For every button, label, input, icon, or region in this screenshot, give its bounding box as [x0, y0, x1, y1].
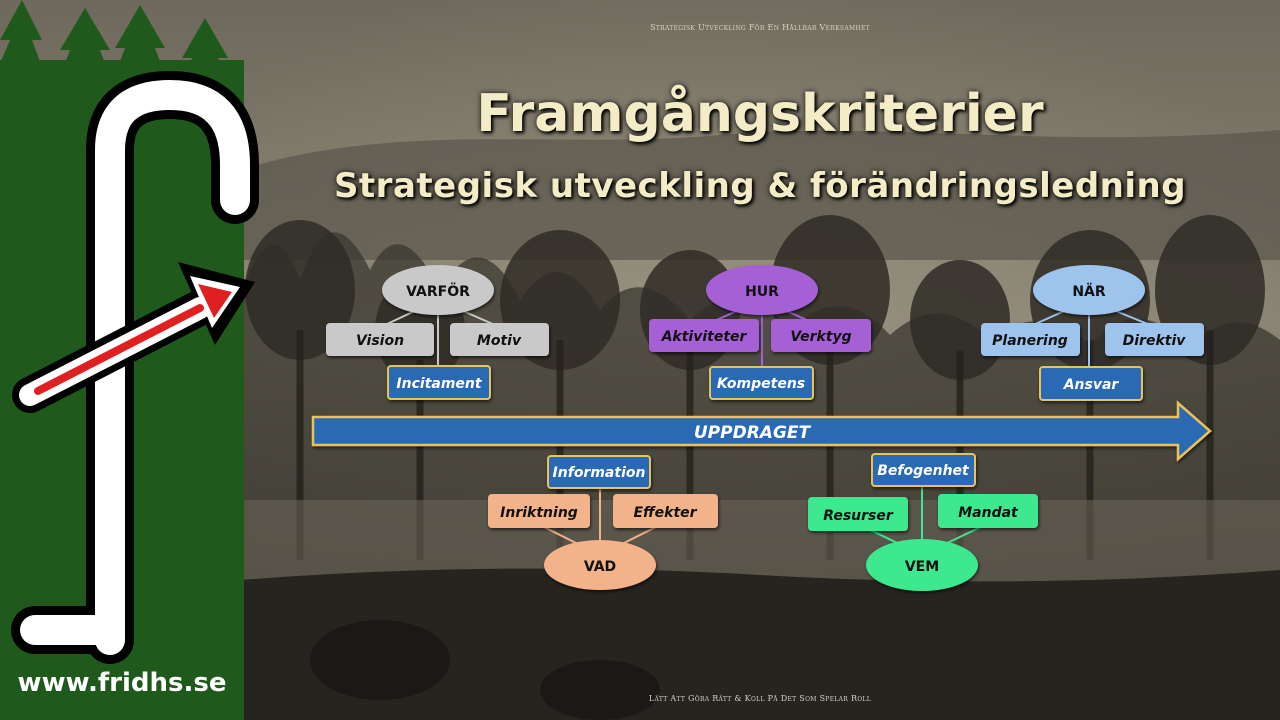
- kompetens-label: Kompetens: [717, 376, 805, 392]
- information-label: Information: [553, 465, 646, 481]
- vad-label: VAD: [584, 559, 616, 575]
- varfor-bubble: [382, 265, 494, 315]
- vem-label: VEM: [905, 559, 939, 575]
- inriktning-box: [488, 494, 590, 528]
- motiv-box: [450, 323, 549, 356]
- kompetens-box: [709, 366, 814, 400]
- aktiviteter-box: [649, 319, 759, 352]
- direktiv-label: Direktiv: [1123, 333, 1187, 349]
- tagline-top: Strategisk Utveckling För En Hållbar Ver…: [650, 23, 870, 32]
- aktiviteter-label: Aktiviteter: [661, 329, 748, 345]
- incitament-label: Incitament: [396, 376, 482, 392]
- vem-bubble: [866, 539, 978, 591]
- vision-box: [326, 323, 434, 356]
- incitament-box: [387, 365, 491, 400]
- mandat-box: [938, 494, 1038, 528]
- planering-label: Planering: [992, 333, 1068, 349]
- befogenhet-box: [871, 453, 976, 487]
- vision-label: Vision: [356, 333, 404, 349]
- uppdraget-arrow: [311, 400, 1212, 462]
- information-box: [547, 455, 651, 489]
- website-url[interactable]: www.fridhs.se: [17, 668, 227, 698]
- verktyg-box: [771, 319, 871, 352]
- verktyg-label: Verktyg: [790, 329, 851, 345]
- befogenhet-label: Befogenhet: [877, 463, 970, 479]
- nar-bubble: [1033, 265, 1145, 315]
- resurser-label: Resurser: [823, 508, 894, 524]
- nar-label: NÄR: [1072, 283, 1106, 300]
- motiv-label: Motiv: [477, 333, 522, 349]
- vad-bubble: [544, 540, 656, 590]
- effekter-label: Effekter: [633, 505, 697, 521]
- varfor-label: VARFÖR: [406, 282, 470, 300]
- tagline-bottom: Lätt Att Göra Rätt & Koll På Det Som Spe…: [648, 694, 872, 703]
- hur-label: HUR: [745, 284, 779, 300]
- uppdraget-label: UPPDRAGET: [694, 423, 812, 443]
- inriktning-label: Inriktning: [500, 505, 578, 521]
- hur-bubble: [706, 265, 818, 315]
- fridhs-logo: [0, 0, 259, 720]
- mandat-label: Mandat: [958, 505, 1019, 521]
- direktiv-box: [1105, 323, 1204, 356]
- ansvar-box: [1039, 366, 1143, 401]
- effekter-box: [613, 494, 718, 528]
- page-subtitle: Strategisk utveckling & förändringsledni…: [333, 166, 1187, 206]
- ansvar-label: Ansvar: [1063, 377, 1120, 393]
- planering-box: [981, 323, 1080, 356]
- page-title: Framgångskriterier: [476, 84, 1044, 144]
- resurser-box: [808, 497, 908, 531]
